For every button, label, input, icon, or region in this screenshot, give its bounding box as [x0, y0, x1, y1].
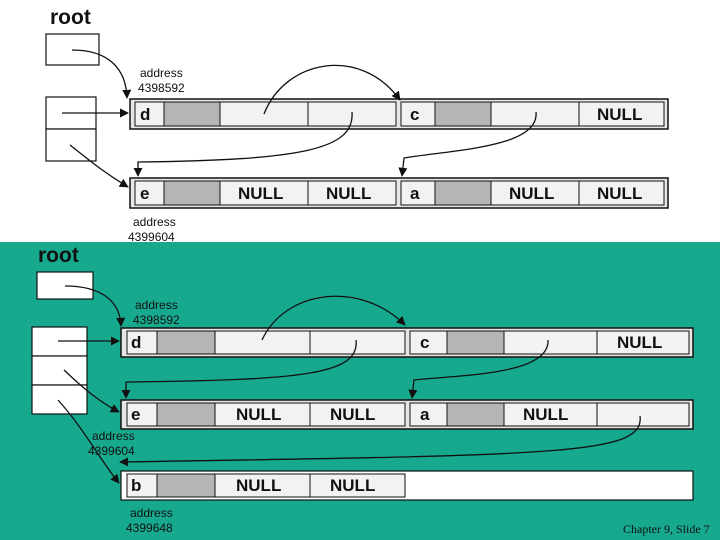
root-label-after: root	[38, 244, 79, 267]
arrow-root-to-d-after	[64, 285, 126, 327]
node-a-right-cell-after	[596, 402, 690, 427]
node-e-right-null-after: NULL	[330, 405, 375, 424]
node-a-key-after: a	[420, 405, 430, 424]
node-c-key-cell	[400, 101, 436, 127]
node-e-left-null-after: NULL	[236, 405, 281, 424]
node-d-right-cell-after	[309, 330, 406, 355]
node-c-right-cell	[578, 101, 665, 127]
address-label-e: address	[133, 215, 176, 229]
node-d-gray-cell	[163, 101, 221, 127]
node-d-left-cell-after	[214, 330, 311, 355]
node-e-right-cell	[307, 180, 397, 206]
arrow-d-right-to-c-after	[261, 295, 406, 341]
node-b-right-cell-after	[309, 473, 406, 498]
address-value-d: 4398592	[138, 81, 185, 95]
node-c-right-cell-after	[596, 330, 690, 355]
node-c-key-after: c	[420, 333, 429, 352]
node-b-left-null-after: NULL	[236, 476, 281, 495]
pointer-array-after-slot-2	[31, 355, 88, 386]
node-a-gray-cell-after	[446, 402, 505, 427]
node-a-left-null: NULL	[509, 184, 554, 203]
node-d-key: d	[140, 105, 150, 124]
node-c-right-null: NULL	[597, 105, 642, 124]
address-value-b-after: 4399648	[126, 521, 173, 535]
node-c-gray-cell-after	[446, 330, 505, 355]
address-value-d-after: 4398592	[133, 313, 180, 327]
arrow-c-left-to-a	[398, 111, 537, 177]
node-d-gray-cell-after	[156, 330, 216, 355]
arrow-root-to-d	[71, 49, 132, 99]
address-label-d: address	[140, 66, 183, 80]
node-e-right-null: NULL	[326, 184, 371, 203]
node-e-key: e	[140, 184, 149, 203]
address-value-e: 4399604	[128, 230, 175, 244]
node-e-right-cell-after	[309, 402, 406, 427]
node-c-gray-cell	[434, 101, 492, 127]
arrow-d-left-to-e-after	[121, 339, 357, 399]
node-e-key-after: e	[131, 405, 140, 424]
node-d-key-after: d	[131, 333, 141, 352]
node-a-gray-cell	[434, 180, 492, 206]
node-e-left-null: NULL	[238, 184, 283, 203]
address-label-b-after: address	[130, 506, 173, 520]
arrow-d-left-to-e	[133, 111, 353, 177]
node-a-key-cell	[400, 180, 436, 206]
node-e-gray-cell	[163, 180, 221, 206]
arrow-slot2-to-e	[69, 144, 129, 188]
node-a-right-null: NULL	[597, 184, 642, 203]
pointer-array-after-slot-3	[31, 384, 88, 415]
node-a-right-cell	[578, 180, 665, 206]
node-c-right-null-after: NULL	[617, 333, 662, 352]
root-pointer-box	[45, 33, 100, 66]
arrow-slot2-to-e-after	[63, 369, 120, 413]
arrow-d-right-to-c	[263, 64, 401, 115]
node-a-left-null-after: NULL	[523, 405, 568, 424]
root-label: root	[50, 6, 91, 29]
node-c-left-cell-after	[503, 330, 598, 355]
slide-number-label: Chapter 9, Slide 7	[623, 522, 710, 536]
node-a-key: a	[410, 184, 420, 203]
address-value-e-after: 4399604	[88, 444, 135, 458]
node-c-key: c	[410, 105, 419, 124]
node-e-key-cell	[134, 180, 165, 206]
node-c-left-cell	[490, 101, 580, 127]
arrow-c-left-to-a-after	[408, 339, 549, 399]
node-b-gray-cell-after	[156, 473, 216, 498]
address-label-e-after: address	[92, 429, 135, 443]
node-e-gray-cell-after	[156, 402, 216, 427]
node-d-key-cell	[134, 101, 165, 127]
node-e-left-cell	[219, 180, 309, 206]
arrow-a-right-to-b-after	[119, 415, 641, 467]
node-b-key-after: b	[131, 476, 141, 495]
arrow-slot3-to-b-after	[57, 399, 120, 484]
address-label-d-after: address	[135, 298, 178, 312]
node-b-right-null-after: NULL	[330, 476, 375, 495]
